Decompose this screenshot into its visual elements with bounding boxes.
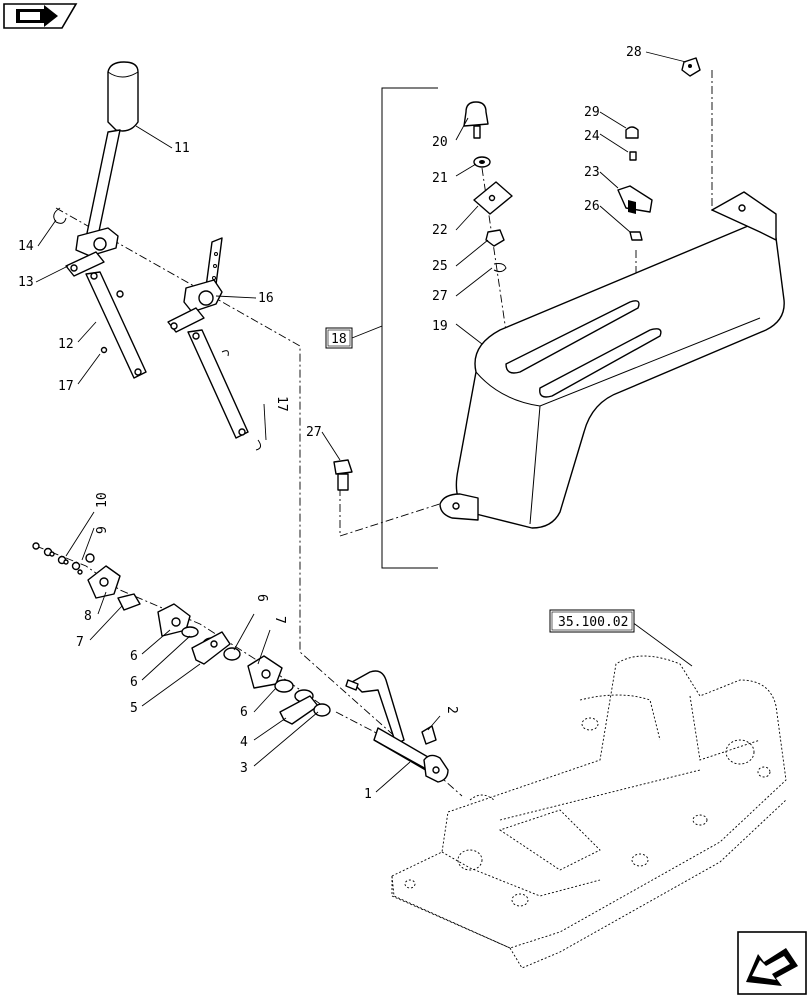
callouts: 11 16 14 13 12 17 17 20 21 22 25 27 19 2… (18, 45, 642, 802)
assembly-ref-18-label: 18 (331, 332, 347, 347)
callout-25b: 26 (584, 199, 600, 214)
section-ref-35-100-02[interactable]: 35.100.02 (549, 609, 635, 633)
callout-11: 10 (95, 492, 110, 508)
callout-14: 14 (18, 239, 34, 254)
callout-26: 27 (432, 289, 448, 304)
callout-25a: 25 (432, 259, 448, 274)
callout-3: 3 (240, 761, 248, 776)
callout-6a: 6 (130, 675, 138, 690)
callout-22: 22 (432, 223, 448, 238)
callout-4: 4 (240, 735, 248, 750)
callout-24: 24 (584, 129, 600, 144)
callout-17a: 17 (58, 379, 74, 394)
callout-7a: 6 (130, 649, 138, 664)
assembly-bracket (351, 87, 438, 569)
callout-2: 2 (444, 706, 459, 714)
callout-19: 19 (432, 319, 448, 334)
callout-7b: 7 (272, 616, 287, 624)
forward-book-icon[interactable] (3, 3, 78, 29)
callout-29: 29 (584, 105, 600, 120)
linkage-parts-chain (32, 542, 331, 725)
callout-1: 1 (364, 787, 372, 802)
section-ref-label: 35.100.02 (558, 615, 628, 630)
detent-fastener-stack (333, 57, 701, 491)
leader-lines (35, 51, 693, 793)
callout-15: 11 (174, 141, 190, 156)
callout-9: 8 (84, 609, 92, 624)
hand-lever-assembly (53, 61, 147, 379)
callout-27: 27 (306, 425, 322, 440)
assembly-ref-18[interactable]: 18 (325, 327, 353, 349)
callout-20: 20 (432, 135, 448, 150)
lever-cover-19 (439, 191, 785, 529)
next-page-arrow-icon[interactable] (737, 931, 807, 995)
callout-5: 5 (130, 701, 138, 716)
lift-housing-outline (391, 655, 787, 969)
control-lever-assembly (167, 237, 262, 451)
callout-16: 16 (258, 291, 274, 306)
callout-21: 21 (432, 171, 448, 186)
callout-23: 23 (584, 165, 600, 180)
callout-10: 9 (95, 526, 110, 534)
callout-6c: 6 (240, 705, 248, 720)
callout-12: 12 (58, 337, 74, 352)
callout-17b: 17 (274, 396, 289, 412)
knob-fastener-stack (463, 101, 513, 273)
callout-28: 28 (626, 45, 642, 60)
rockshaft-lever-part-1 (345, 670, 449, 783)
callout-13: 13 (18, 275, 34, 290)
callout-8: 7 (76, 635, 84, 650)
callout-6b: 6 (254, 594, 269, 602)
